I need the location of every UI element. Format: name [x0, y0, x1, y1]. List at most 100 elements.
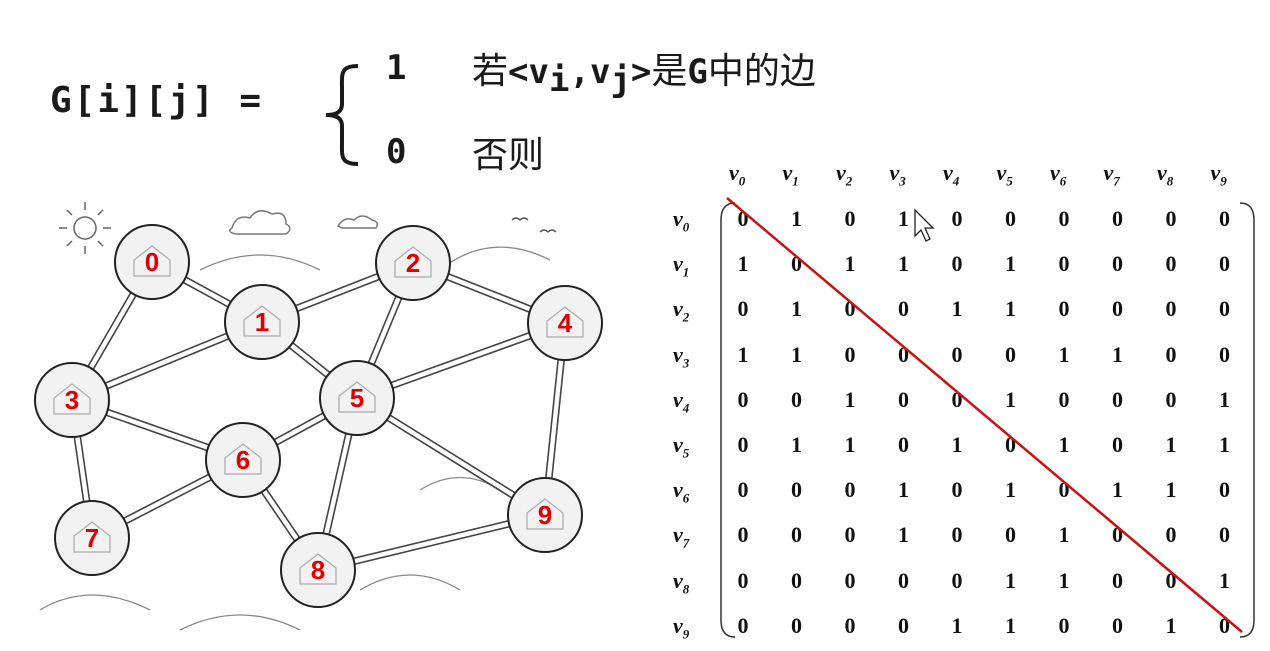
node-label: 5	[350, 383, 364, 413]
node-label: 8	[311, 555, 325, 585]
node-circle	[34, 362, 110, 438]
label-subscript: 0	[738, 173, 746, 189]
cond-is: 是	[651, 51, 688, 92]
label-v: v	[673, 386, 683, 412]
label-v: v	[1210, 160, 1221, 185]
label-subscript: 9	[1220, 173, 1227, 189]
matrix-cell: 0	[1112, 522, 1123, 548]
label-v: v	[1050, 160, 1060, 185]
cond-i: i	[548, 60, 570, 101]
matrix-cell: 0	[1058, 477, 1070, 503]
label-v: v	[1157, 160, 1167, 185]
left-brace	[325, 64, 359, 166]
graph-node-9: 9	[507, 477, 583, 553]
matrix-cell: 1	[1112, 477, 1123, 503]
matrix-cell: 1	[844, 386, 856, 412]
road-edge-8-9	[318, 517, 546, 574]
node-circle	[224, 284, 300, 360]
column-header-v3: v3	[890, 160, 906, 189]
matrix-cell: 0	[1165, 567, 1177, 593]
matrix-cell: 0	[844, 206, 856, 231]
house-icon	[53, 383, 91, 415]
node-label: 9	[538, 500, 552, 530]
matrix-cell: 1	[1005, 567, 1016, 593]
matrix-cell: 1	[1058, 522, 1070, 548]
node-label: 4	[558, 308, 573, 338]
node-circle	[527, 285, 603, 361]
mouse-cursor-icon	[914, 208, 935, 242]
matrix-cell: 0	[791, 386, 802, 412]
birds-icon	[511, 217, 557, 233]
label-subscript: 0	[682, 219, 690, 235]
cond-g: G	[687, 52, 708, 92]
row-header-v2: v2	[673, 296, 689, 325]
matrix-cell: 0	[951, 567, 963, 593]
matrix-cell: 0	[791, 477, 802, 503]
diagonal-line	[726, 197, 1243, 633]
matrix-cell: 0	[737, 522, 749, 548]
matrix-cell: 1	[1112, 341, 1123, 367]
column-header-v6: v6	[1050, 160, 1066, 189]
label-v: v	[996, 160, 1007, 185]
matrix-cell: 0	[791, 567, 802, 593]
house-icon	[73, 521, 111, 553]
label-v: v	[673, 206, 683, 231]
cond-comma: ,	[569, 52, 590, 92]
cond-open: <	[508, 52, 529, 92]
matrix-cell: 0	[1219, 296, 1230, 322]
cond-prefix: 若	[472, 51, 509, 92]
matrix-cell: 0	[844, 296, 856, 322]
label-subscript: 4	[682, 400, 690, 416]
matrix-cell: 1	[791, 206, 802, 231]
label-subscript: 2	[682, 309, 690, 325]
matrix-cell: 1	[951, 296, 963, 322]
matrix-cell: 0	[898, 612, 909, 638]
matrix-cell: 0	[791, 251, 802, 277]
cond-j: j	[610, 60, 631, 101]
matrix-cell: 1	[1005, 251, 1016, 277]
node-label: 3	[65, 385, 79, 415]
column-header-v0: v0	[729, 160, 745, 189]
house-icon	[299, 553, 337, 585]
matrix-cell: 1	[1219, 432, 1230, 457]
column-header-v7: v7	[1104, 160, 1120, 189]
column-header-v1: v1	[783, 160, 799, 189]
matrix-cell: 0	[1058, 386, 1070, 412]
house-icon	[394, 246, 432, 278]
label-subscript: 5	[1006, 173, 1013, 189]
graph-node-8: 8	[280, 532, 356, 608]
matrix-cell: 0	[844, 522, 856, 548]
graph-node-3: 3	[34, 362, 110, 438]
graph-node-0: 0	[114, 224, 190, 300]
node-circle	[507, 477, 583, 553]
label-v: v	[673, 296, 683, 322]
label-subscript: 1	[682, 264, 690, 280]
matrix-cell: 0	[1219, 522, 1230, 548]
label-v: v	[673, 477, 683, 503]
label-v: v	[673, 612, 683, 638]
matrix-cell: 1	[1005, 477, 1016, 503]
matrix-cell: 0	[1058, 206, 1070, 231]
matrix-cell: 1	[791, 341, 802, 367]
cloud-icon	[229, 210, 291, 235]
matrix-cell: 0	[1112, 296, 1123, 322]
matrix-cell: 1	[791, 296, 802, 322]
node-circle	[205, 422, 281, 498]
house-icon	[546, 306, 584, 338]
matrix-cell: 1	[1058, 341, 1070, 367]
adjacency-definition: G[i][j] = 1 0 若<vi,vj>是G中的边 否则	[0, 0, 960, 190]
matrix-cell: 0	[1165, 296, 1177, 322]
node-circle	[114, 224, 190, 300]
column-header-v9: v9	[1211, 160, 1227, 189]
row-header-v6: v6	[673, 477, 689, 506]
node-label: 7	[85, 523, 99, 553]
cond-suffix: 中的边	[707, 51, 816, 92]
matrix-cell: 1	[898, 206, 909, 231]
matrix-cell: 0	[1219, 251, 1230, 277]
matrix-cell: 1	[1005, 612, 1016, 638]
matrix-cell: 0	[737, 477, 749, 503]
label-v: v	[673, 251, 683, 277]
matrix-cell: 0	[1005, 432, 1016, 457]
matrix-cell: 0	[898, 386, 909, 412]
